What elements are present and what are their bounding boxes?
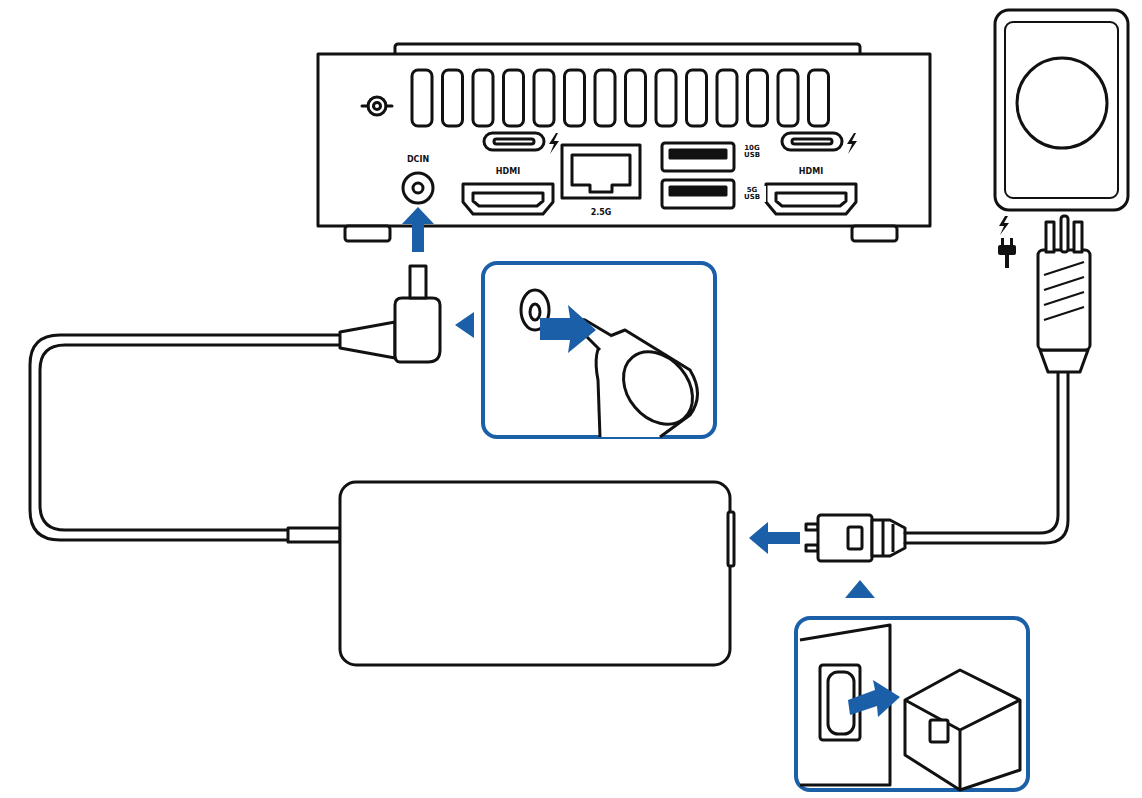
foot xyxy=(345,226,390,241)
vent-slot xyxy=(717,70,737,126)
vent-slot xyxy=(656,70,676,126)
dc-cable xyxy=(30,335,340,540)
port-label: 5G USB xyxy=(738,186,766,202)
vent-slot xyxy=(778,70,798,126)
usb-a-port xyxy=(670,150,726,158)
screw xyxy=(386,105,392,108)
screw xyxy=(362,105,368,108)
wall-outlet xyxy=(995,10,1128,210)
hdmi-port xyxy=(473,193,543,206)
vent-slot xyxy=(748,70,768,126)
vent-slot xyxy=(534,70,554,126)
plug-grip xyxy=(1044,262,1084,320)
usb-c-port xyxy=(782,133,842,150)
vent-slot xyxy=(412,70,432,126)
ac-connector xyxy=(806,515,905,561)
screw xyxy=(368,97,386,115)
ethernet-port xyxy=(562,145,640,198)
vent-slot xyxy=(595,70,615,126)
vent-slots xyxy=(412,70,829,126)
usb-a-port xyxy=(662,180,734,208)
screw xyxy=(374,103,381,110)
usb-c-port xyxy=(494,139,534,144)
ethernet-port xyxy=(572,155,630,192)
vent-slot xyxy=(443,70,463,126)
vent-slot xyxy=(504,70,524,126)
dc-jack xyxy=(403,173,433,203)
power-adapter xyxy=(340,482,734,665)
port-label: 10G USB xyxy=(738,144,766,160)
usb-a-port xyxy=(662,143,734,171)
vent-slot xyxy=(565,70,585,126)
hdmi-port xyxy=(463,184,553,214)
port-label: DCIN xyxy=(405,155,431,165)
usb-c-port xyxy=(484,133,544,150)
hdmi-port xyxy=(766,184,856,214)
usb-c-port xyxy=(792,139,832,144)
detail-inset xyxy=(796,618,1028,790)
hdmi-port xyxy=(776,193,846,206)
detail-inset xyxy=(483,263,715,438)
dc-jack xyxy=(413,183,423,193)
vent-slot xyxy=(687,70,707,126)
ac-cord xyxy=(905,372,1068,543)
wall-plug xyxy=(1038,216,1090,372)
port-label: 2.5G xyxy=(589,208,614,218)
vent-slot xyxy=(809,70,829,126)
foot xyxy=(852,226,897,241)
vent-slot xyxy=(626,70,646,126)
thunderbolt-symbol xyxy=(549,133,857,154)
vent-slot xyxy=(473,70,493,126)
port-label: HDMI xyxy=(797,167,825,177)
power-icon xyxy=(998,216,1016,268)
usb-a-port xyxy=(670,187,726,195)
port-label: HDMI xyxy=(494,167,522,177)
pc-rear-panel xyxy=(318,54,930,226)
